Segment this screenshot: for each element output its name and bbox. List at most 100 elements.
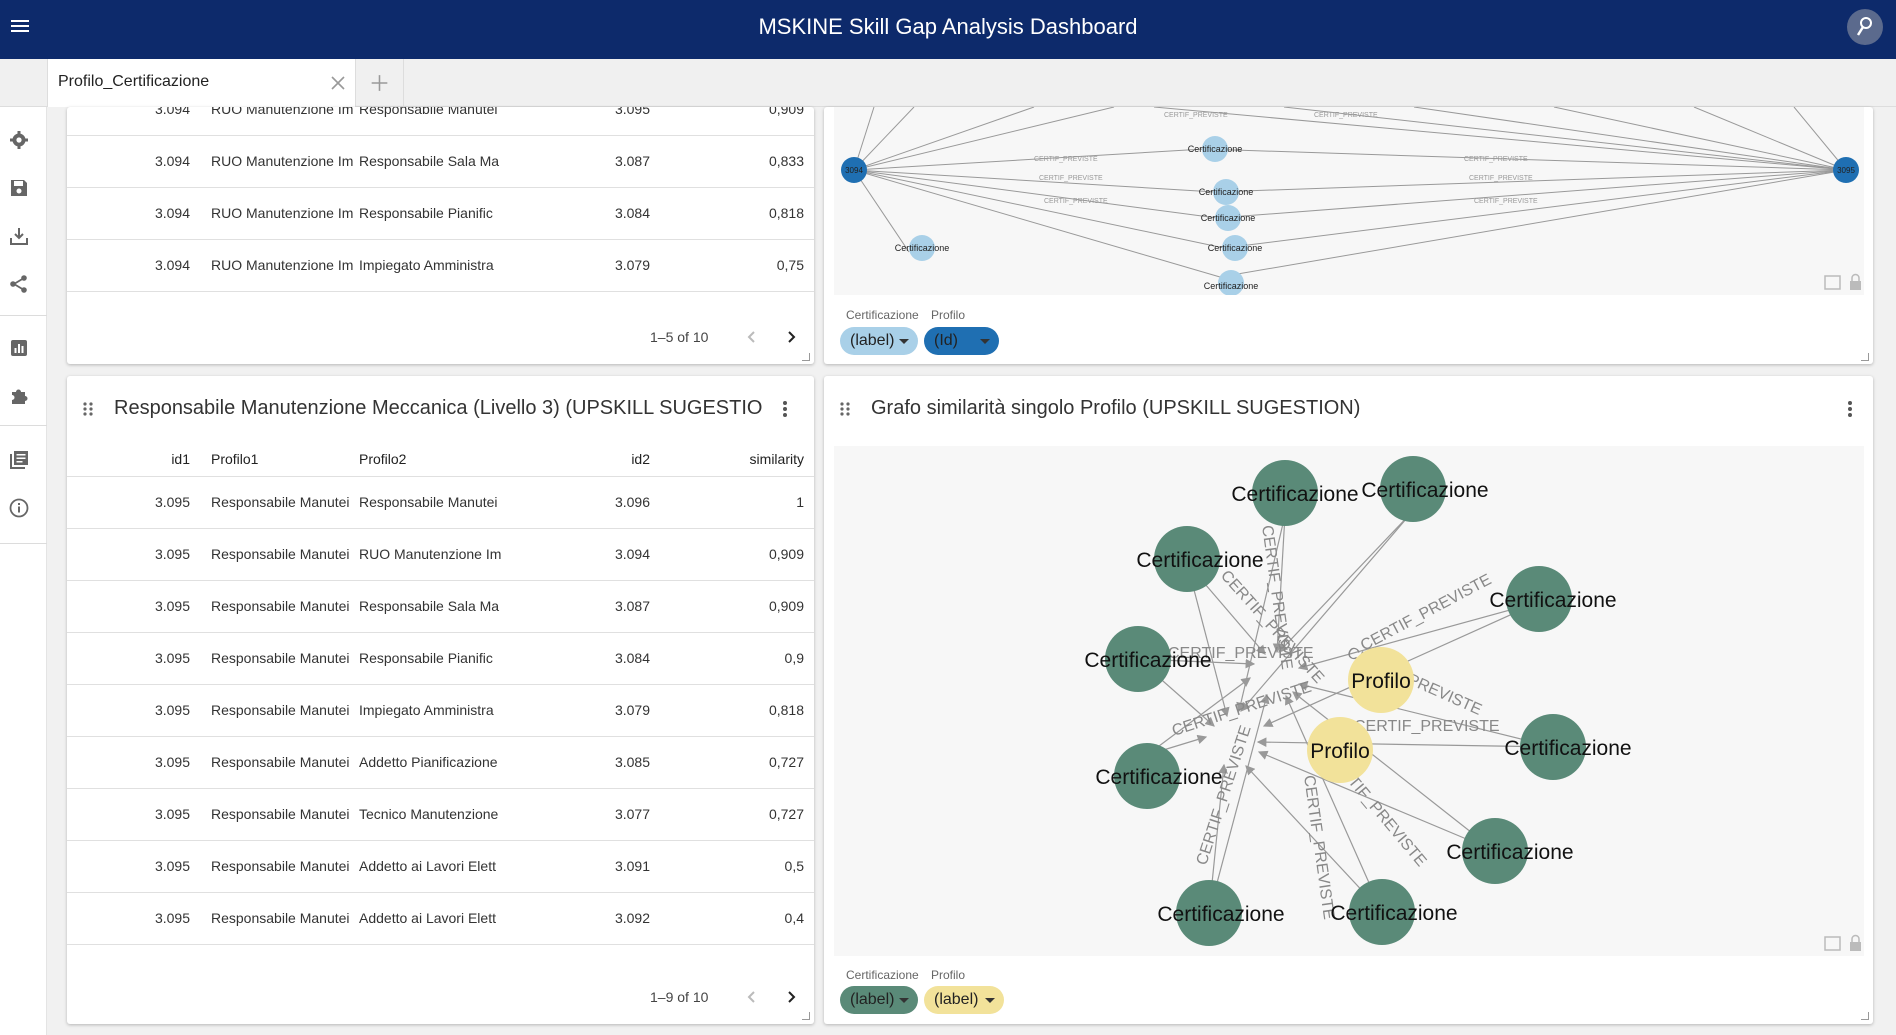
column-header-profilo2[interactable]: Profilo2 — [353, 442, 502, 477]
legend-chip-certificazione[interactable]: (label) — [840, 327, 918, 355]
cell-profilo1: Responsabile Manutei — [204, 892, 353, 945]
column-header-similarity[interactable]: similarity — [664, 442, 814, 477]
graph-node[interactable] — [1380, 456, 1446, 522]
table-row[interactable]: 3.095 Responsabile Manutei RUO Manutenzi… — [67, 528, 814, 581]
table-row[interactable]: 3.094 RUO Manutenzione Im Responsabile S… — [67, 135, 814, 188]
close-icon[interactable] — [328, 73, 348, 93]
cell-id2: 3.092 — [502, 892, 664, 945]
edge-label: CERTIF_PREVISTE — [1034, 156, 1098, 163]
table-row[interactable]: 3.095 Responsabile Manutei Impiegato Amm… — [67, 684, 814, 737]
graph-node[interactable] — [1222, 235, 1248, 261]
resize-handle[interactable] — [802, 353, 810, 361]
cell-id1: 3.095 — [67, 840, 204, 893]
chip-label: (label) — [934, 991, 979, 1008]
next-page-icon[interactable] — [779, 985, 803, 1009]
graph-node[interactable] — [841, 157, 867, 183]
node-label: Certificazione — [1208, 243, 1263, 253]
table-panel-bottom: Responsabile Manutenzione Meccanica (Liv… — [67, 376, 814, 1024]
cell-profilo1: Responsabile Manutei — [204, 840, 353, 893]
legend-chip-profilo[interactable]: (label) — [924, 986, 1004, 1014]
cell-profilo1: Responsabile Manutei — [204, 632, 353, 685]
fit-icon[interactable] — [1824, 275, 1841, 290]
lock-icon[interactable] — [1850, 281, 1861, 290]
lock-icon[interactable] — [1850, 942, 1861, 951]
menu-icon[interactable] — [8, 14, 32, 38]
graph-canvas-top[interactable]: CERTIF_PREVISTE CERTIF_PREVISTE CERTIF_P… — [834, 107, 1864, 295]
graph-canvas-bottom[interactable]: CERTIF_PREVISTE CERTIF_PREVISTE CERTIF_P… — [834, 446, 1864, 956]
node-label: Certificazione — [1084, 649, 1211, 672]
column-header-profilo1[interactable]: Profilo1 — [204, 442, 353, 477]
panel-title: Responsabile Manutenzione Meccanica (Liv… — [114, 397, 763, 419]
table-row[interactable]: 3.094 RUO Manutenzione Im Impiegato Ammi… — [67, 239, 814, 292]
add-tab-icon[interactable] — [356, 59, 404, 107]
info-icon[interactable] — [7, 496, 31, 520]
graph-node[interactable] — [1218, 270, 1244, 295]
graph-node[interactable] — [1520, 714, 1586, 780]
legend-chip-certificazione[interactable]: (label) — [840, 986, 918, 1014]
chart-icon[interactable] — [7, 336, 31, 360]
table-row[interactable]: 3.095 Responsabile Manutei Responsabile … — [67, 476, 814, 529]
drag-handle-icon[interactable] — [838, 399, 852, 419]
cell-id1: 3.095 — [67, 632, 204, 685]
legend-chip-profilo[interactable]: (Id) — [924, 327, 999, 355]
cell-id2: 3.095 — [502, 107, 664, 136]
graph-node[interactable] — [1154, 526, 1220, 592]
cell-similarity: 0,9 — [664, 632, 814, 685]
table-row[interactable]: 3.095 Responsabile Manutei Addetto ai La… — [67, 892, 814, 945]
column-header-id1[interactable]: id1 — [67, 442, 204, 477]
fit-icon[interactable] — [1824, 936, 1841, 951]
user-menu-button[interactable] — [1847, 9, 1883, 45]
graph-node[interactable] — [1833, 157, 1859, 183]
graph-node[interactable] — [1215, 205, 1241, 231]
graph-node[interactable] — [1252, 460, 1318, 526]
edge-label: CERTIF_PREVISTE — [1164, 112, 1228, 119]
cell-id2: 3.079 — [502, 239, 664, 292]
graph-node[interactable] — [1202, 136, 1228, 162]
graph-node[interactable] — [1307, 717, 1373, 783]
resize-handle[interactable] — [1861, 353, 1869, 361]
resize-handle[interactable] — [802, 1012, 810, 1020]
graph-node[interactable] — [1105, 626, 1171, 692]
tab-profilo-certificazione[interactable]: Profilo_Certificazione — [47, 59, 356, 107]
previous-page-icon[interactable] — [740, 325, 764, 349]
resize-handle[interactable] — [1861, 1012, 1869, 1020]
similarity-table-bottom: id1 Profilo1 Profilo2 id2 similarity 3.0… — [67, 442, 814, 945]
more-options-icon[interactable] — [776, 399, 794, 419]
legend-header: Certificazione — [846, 308, 919, 322]
more-options-icon[interactable] — [1841, 399, 1859, 419]
extension-icon[interactable] — [7, 384, 31, 408]
share-icon[interactable] — [7, 272, 31, 296]
graph-node[interactable] — [909, 235, 935, 261]
graph-node[interactable] — [1348, 647, 1414, 713]
graph-panel-bottom: Grafo similarità singolo Profilo (UPSKIL… — [824, 376, 1873, 1024]
graph-node[interactable] — [1213, 179, 1239, 205]
cell-id2: 3.094 — [502, 528, 664, 581]
graph-node[interactable] — [1349, 879, 1415, 945]
graph-node[interactable] — [1506, 566, 1572, 632]
table-row[interactable]: 3.094 RUO Manutenzione Im Responsabile P… — [67, 187, 814, 240]
table-row[interactable]: 3.094 RUO Manutenzione Im Responsabile M… — [67, 107, 814, 136]
library-icon[interactable] — [7, 448, 31, 472]
cell-profilo2: Addetto Pianificazione — [353, 736, 502, 789]
previous-page-icon[interactable] — [740, 985, 764, 1009]
save-icon[interactable] — [7, 176, 31, 200]
next-page-icon[interactable] — [779, 325, 803, 349]
drag-handle-icon[interactable] — [81, 399, 95, 419]
column-header-id2[interactable]: id2 — [502, 442, 664, 477]
table-row[interactable]: 3.095 Responsabile Manutei Tecnico Manut… — [67, 788, 814, 841]
settings-gear-icon[interactable] — [7, 128, 31, 152]
table-row[interactable]: 3.095 Responsabile Manutei Responsabile … — [67, 632, 814, 685]
download-icon[interactable] — [7, 224, 31, 248]
app-title: MSKINE Skill Gap Analysis Dashboard — [758, 14, 1138, 39]
chevron-down-icon — [980, 339, 990, 344]
table-row[interactable]: 3.095 Responsabile Manutei Responsabile … — [67, 580, 814, 633]
graph-node[interactable] — [1176, 880, 1242, 946]
table-row[interactable]: 3.095 Responsabile Manutei Addetto Piani… — [67, 736, 814, 789]
graph-node[interactable] — [1462, 818, 1528, 884]
node-label: Certificazione — [1504, 737, 1631, 760]
edge-label: CERTIF_PREVISTE — [1354, 718, 1500, 735]
graph-node[interactable] — [1114, 743, 1180, 809]
graph-controls — [1824, 934, 1861, 951]
cell-id2: 3.084 — [502, 187, 664, 240]
table-row[interactable]: 3.095 Responsabile Manutei Addetto ai La… — [67, 840, 814, 893]
